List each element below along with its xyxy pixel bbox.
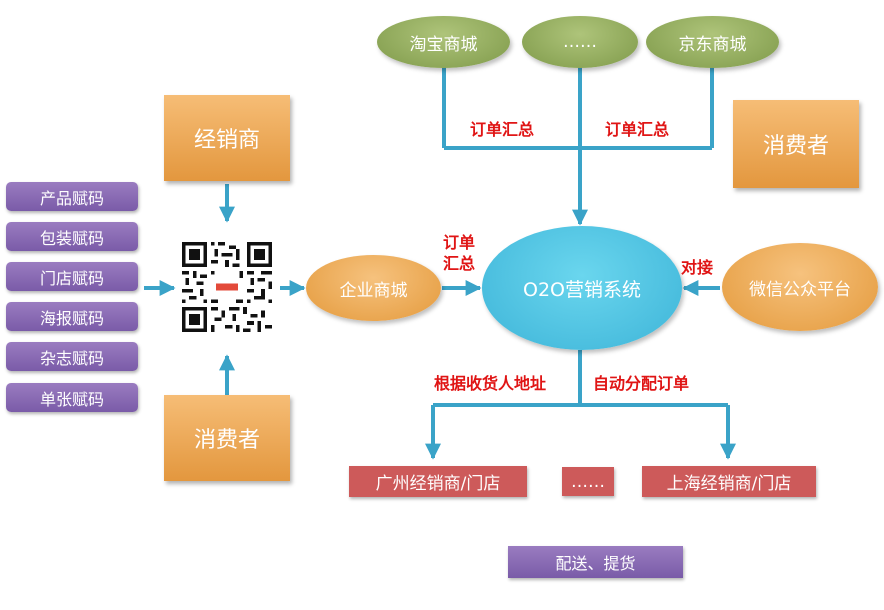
store-ellipsis: …… xyxy=(562,467,614,496)
jingdong-mall-node: 京东商城 xyxy=(646,16,779,68)
label-order-summary-left: 订单汇总 xyxy=(470,120,535,139)
enterprise-mall-node: 企业商城 xyxy=(306,255,441,321)
code-item-store: 门店赋码 xyxy=(6,262,138,291)
o2o-system-node: O2O营销系统 xyxy=(482,226,682,350)
taobao-mall-node: 淘宝商城 xyxy=(377,16,510,68)
code-item-product: 产品赋码 xyxy=(6,182,138,211)
distributor-box: 经销商 xyxy=(164,95,290,181)
wechat-platform-node: 微信公众平台 xyxy=(722,243,878,331)
label-order-summary-mid-2: 汇总 xyxy=(443,254,476,273)
code-item-leaflet: 单张赋码 xyxy=(6,383,138,412)
code-item-package: 包装赋码 xyxy=(6,222,138,251)
mall-ellipsis-node: …… xyxy=(522,16,638,68)
label-by-address: 根据收货人地址 xyxy=(434,374,547,393)
delivery-box: 配送、提货 xyxy=(508,546,683,578)
label-order-summary-mid-1: 订单 xyxy=(443,233,476,252)
label-auto-assign: 自动分配订单 xyxy=(593,374,690,393)
consumer-box-top-right: 消费者 xyxy=(733,100,859,188)
store-shanghai: 上海经销商/门店 xyxy=(642,466,816,497)
store-guangzhou: 广州经销商/门店 xyxy=(349,466,527,497)
label-dock: 对接 xyxy=(681,258,714,277)
qr-code-icon xyxy=(182,242,272,332)
code-item-magazine: 杂志赋码 xyxy=(6,342,138,371)
consumer-box-bottom: 消费者 xyxy=(164,395,290,481)
code-item-poster: 海报赋码 xyxy=(6,302,138,331)
label-order-summary-right: 订单汇总 xyxy=(605,120,670,139)
